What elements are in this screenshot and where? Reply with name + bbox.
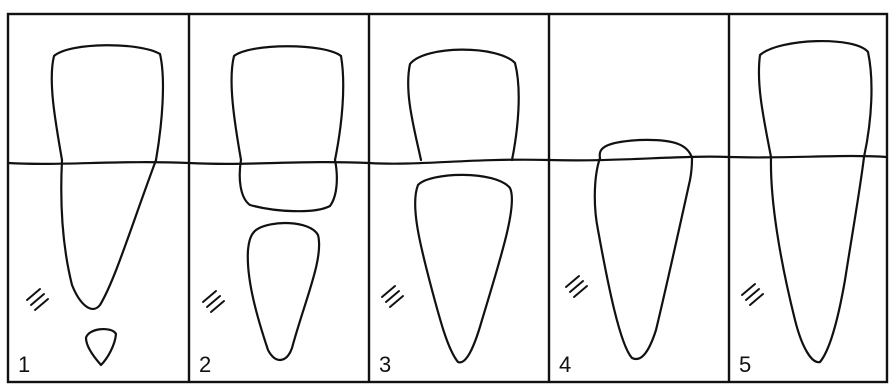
tooth-crown-top (600, 140, 692, 158)
tooth-body (595, 158, 692, 359)
panel-3 (382, 50, 519, 363)
tooth-crown (408, 50, 519, 160)
panel-label-5: 5 (739, 352, 751, 377)
panel-label-4: 4 (559, 352, 571, 377)
panel-5 (742, 41, 871, 362)
tooth-root (61, 160, 156, 309)
tooth-crown (759, 41, 872, 157)
panel-label-3: 3 (379, 352, 391, 377)
panel-label-2: 2 (199, 352, 211, 377)
tooth-crown (232, 46, 344, 160)
hatch-mark (27, 289, 48, 310)
panel-2 (203, 46, 343, 360)
panel-label-1: 1 (18, 352, 30, 377)
tooth-middle-fragment (240, 160, 337, 211)
tooth-crown (52, 45, 163, 160)
hatch-mark (382, 286, 403, 307)
tooth-root (771, 157, 864, 362)
tooth-root (415, 175, 512, 362)
panel-1 (27, 45, 163, 365)
hatch-mark (742, 284, 763, 305)
diagram-frame (8, 14, 887, 382)
tooth-root-fragment (248, 223, 319, 360)
gum-line (8, 156, 887, 164)
hatch-mark (566, 276, 587, 297)
root-fragment (86, 329, 116, 365)
hatch-mark (203, 291, 224, 312)
panel-4 (566, 140, 692, 359)
